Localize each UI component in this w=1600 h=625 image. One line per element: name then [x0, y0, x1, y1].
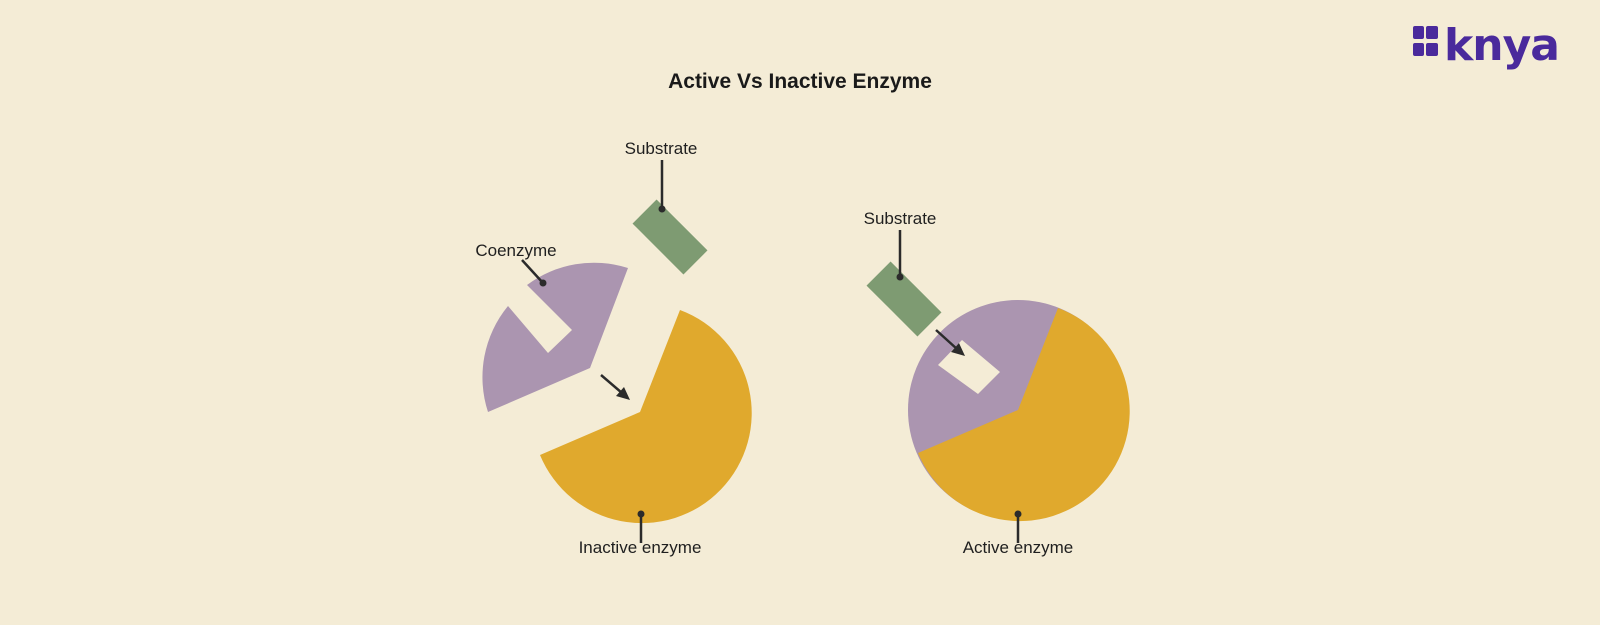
coenzyme-leader — [521, 259, 544, 284]
logo-wordmark: knya — [1444, 20, 1559, 71]
inactive-enzyme-shape — [540, 310, 752, 524]
active-substrate-label: Substrate — [864, 209, 937, 228]
knya-logo: knya — [1413, 20, 1560, 71]
active-enzyme-label: Active enzyme — [963, 538, 1074, 557]
inactive-enzyme-label: Inactive enzyme — [579, 538, 702, 557]
knya-logo-mark-icon — [1413, 26, 1438, 56]
coenzyme-shape — [482, 262, 628, 412]
diagram-title: Active Vs Inactive Enzyme — [668, 70, 932, 93]
active-site-notch — [938, 340, 1000, 394]
active-enzyme-shape — [918, 308, 1130, 522]
active-enzyme-group: Substrate Active enzyme — [864, 209, 1130, 557]
active-substrate-shape — [866, 261, 942, 337]
inactive-substrate-label: Substrate — [625, 139, 698, 158]
inactive-arrow-icon — [600, 374, 630, 400]
inactive-substrate-shape — [632, 199, 708, 275]
coenzyme-label: Coenzyme — [475, 241, 556, 260]
active-arrow-icon — [935, 329, 965, 356]
inactive-enzyme-group: Substrate Coenzyme Inactive enzyme — [475, 139, 752, 557]
